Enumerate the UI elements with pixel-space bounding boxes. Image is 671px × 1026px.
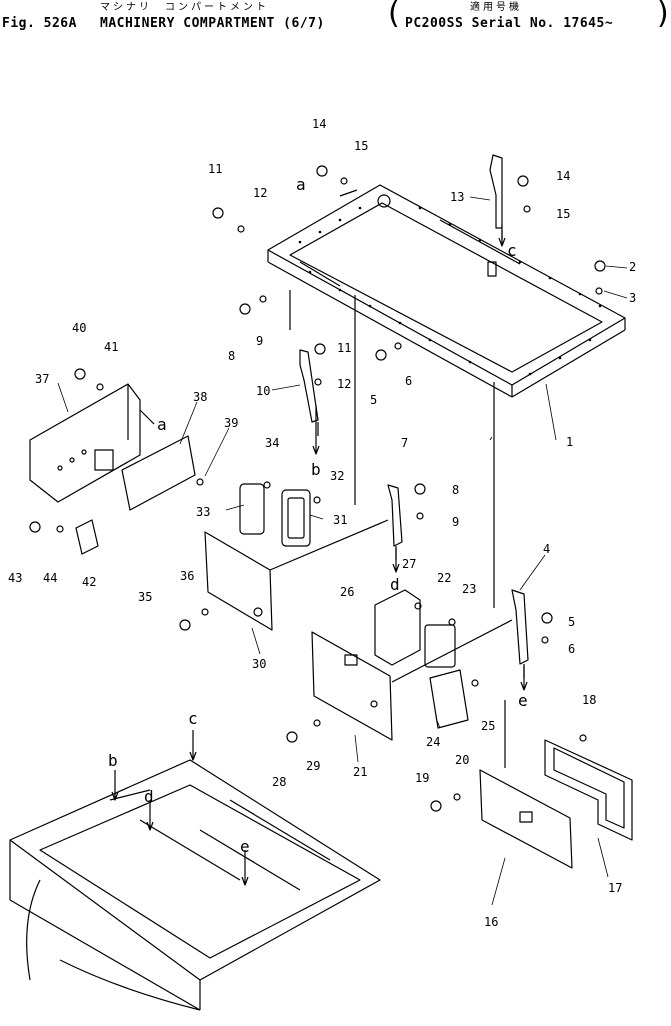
callout-11-lower: 11 [337,341,351,355]
callout-14-lower: 14 [556,169,570,183]
callout-21: 21 [353,765,367,779]
callout-13: 13 [450,190,464,204]
callout-42: 42 [82,575,96,589]
panel-part-21 [311,631,393,741]
callout-12-lower: 12 [337,377,351,391]
callout-23: 23 [462,582,476,596]
bracket-part-4 [511,589,529,678]
callout-39: 39 [224,416,238,430]
callout-1: 1 [566,435,573,449]
side-cover-part-37 [29,383,141,503]
callout-25: 25 [481,719,495,733]
ref-letter-e-lower: e [240,837,250,856]
ref-letter-a-cover: a [157,415,167,434]
ref-letter-d-lower: d [144,787,154,806]
callout-22: 22 [437,571,451,585]
callout-34: 34 [265,436,279,450]
callout-40: 40 [72,321,86,335]
callout-32: 32 [330,469,344,483]
bracket-part-10 [299,349,319,436]
callout-17: 17 [608,881,622,895]
callout-27: 27 [402,557,416,571]
callout-14-upper: 14 [312,117,326,131]
panel-part-16 [479,769,573,869]
callout-4: 4 [543,542,550,556]
callout-44: 44 [43,571,57,585]
callout-9-lower: 9 [452,515,459,529]
callout-28: 28 [272,775,286,789]
callout-19: 19 [415,771,429,785]
figure-title: MACHINERY COMPARTMENT (6/7) [100,16,325,31]
callout-6-lower: 6 [568,642,575,656]
callout-26: 26 [340,585,354,599]
ref-letter-c-lower: c [188,709,198,728]
callout-16: 16 [484,915,498,929]
ref-letter-c-upper: c [507,241,517,260]
callout-5-upper: 5 [370,393,377,407]
seal-part-31 [281,489,311,547]
callout-2: 2 [629,260,636,274]
callout-15-lower: 15 [556,207,570,221]
callout-37: 37 [35,372,49,386]
close-paren: ) [657,0,669,31]
callout-11-upper: 11 [208,162,222,176]
callout-31: 31 [333,513,347,527]
callout-43: 43 [8,571,22,585]
callout-30: 30 [252,657,266,671]
fasteners [29,165,606,812]
callout-41: 41 [104,340,118,354]
seal-part-24 [429,669,469,729]
seal-part-17 [544,739,633,841]
callout-12-upper: 12 [253,186,267,200]
main-frame-part-1 [267,184,626,398]
callout-8-upper: 8 [228,349,235,363]
open-paren: ( [388,0,400,31]
base-chassis [9,759,381,1011]
callout-8-lower: 8 [452,483,459,497]
bracket-part-7 [387,484,403,560]
bracket-part-13 [489,154,503,240]
ref-letter-d-upper: d [390,575,400,594]
applicability-text: PC200SS Serial No. 17645~ [405,16,614,31]
callout-36: 36 [180,569,194,583]
seal-part-33 [239,483,265,535]
callout-5-lower: 5 [568,615,575,629]
figure-label: Fig. 526A [2,16,77,31]
ref-letter-a-top: a [296,175,306,194]
panel-part-30 [204,531,273,631]
header-kana-applicability: 適用号機 [470,2,522,13]
callout-35: 35 [138,590,152,604]
callout-3: 3 [629,291,636,305]
ref-letter-b-upper: b [311,460,321,479]
callout-10: 10 [256,384,270,398]
reference-arrows [111,189,528,886]
plate-part-42 [75,519,99,555]
seal-part-26 [374,589,421,666]
callout-15-upper: 15 [354,139,368,153]
ref-letter-b-lower: b [108,751,118,770]
callout-33: 33 [196,505,210,519]
callout-29: 29 [306,759,320,773]
callout-18: 18 [582,693,596,707]
callout-24: 24 [426,735,440,749]
callout-20: 20 [455,753,469,767]
callout-38: 38 [193,390,207,404]
callout-6-upper: 6 [405,374,412,388]
leader-lines [57,196,628,906]
header-kana-title: マシナリ コンパートメント [100,2,269,13]
ref-letter-e-upper: e [518,691,528,710]
seal-part-22 [424,624,456,668]
callout-7: 7 [401,436,408,450]
plate-part-38 [121,435,196,511]
callout-9-upper: 9 [256,334,263,348]
